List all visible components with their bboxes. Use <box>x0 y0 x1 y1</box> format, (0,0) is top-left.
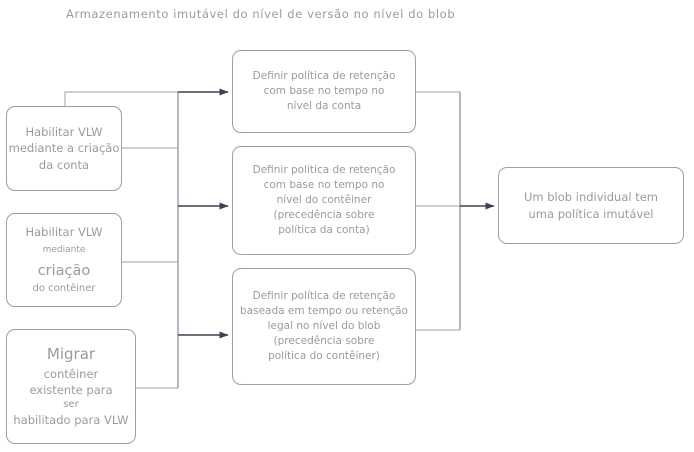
node-retention-policy-account-level[interactable]: Definir política de retenção com base no… <box>232 50 416 133</box>
node-retention-policy-container-level[interactable]: Definir política de retenção com base no… <box>232 146 416 255</box>
node-line: legal no nível do blob <box>267 320 381 333</box>
node-line: política da conta) <box>278 223 370 236</box>
node-line: Definir política de retenção <box>252 70 396 83</box>
node-line: contêiner <box>43 366 99 381</box>
node-migrate-existing-container[interactable]: Migrar contêiner existente para ser habi… <box>6 329 136 444</box>
node-line: uma política imutável <box>528 206 654 221</box>
node-enable-vlw-account[interactable]: Habilitar VLW mediante a criação da cont… <box>6 106 122 191</box>
node-line: Habilitar VLW <box>25 225 103 240</box>
node-line: baseada em tempo ou retenção <box>240 305 408 318</box>
node-line: da conta <box>38 157 90 172</box>
connector-enable-account-to-policy-account <box>64 91 222 106</box>
node-line: Migrar <box>46 345 96 364</box>
node-line: nível da conta <box>286 99 362 112</box>
node-enable-vlw-container[interactable]: Habilitar VLW mediante criação do contêi… <box>6 213 122 307</box>
node-retention-policy-blob-level[interactable]: Definir política de retenção baseada em … <box>232 268 416 385</box>
node-line: política do contêiner) <box>268 349 380 362</box>
diagram-title: Armazenamento imutável do nível de versã… <box>66 7 456 21</box>
node-line: nível do contêiner <box>276 194 372 207</box>
node-line: com base no tempo no <box>263 179 385 192</box>
node-line: (precedência sobre <box>273 208 375 221</box>
node-line: criação <box>37 263 91 280</box>
node-line: habilitado para VLW <box>13 413 129 428</box>
node-individual-blob-immutable-policy[interactable]: Um blob individual tem uma política imut… <box>498 167 684 244</box>
node-line: mediante a criação <box>8 141 120 156</box>
node-line: (precedência sobre <box>273 334 375 347</box>
node-line: Definir política de retenção <box>252 164 396 177</box>
node-line: Definir política de retenção <box>252 290 396 303</box>
node-line: mediante <box>42 245 86 256</box>
node-line: Habilitar VLW <box>25 125 103 139</box>
node-line: ser <box>63 399 79 411</box>
node-line: existente para <box>29 382 113 397</box>
node-line: do contêiner <box>32 282 96 294</box>
node-line: Um blob individual tem <box>523 190 658 205</box>
node-line: com base no tempo no <box>263 85 385 98</box>
